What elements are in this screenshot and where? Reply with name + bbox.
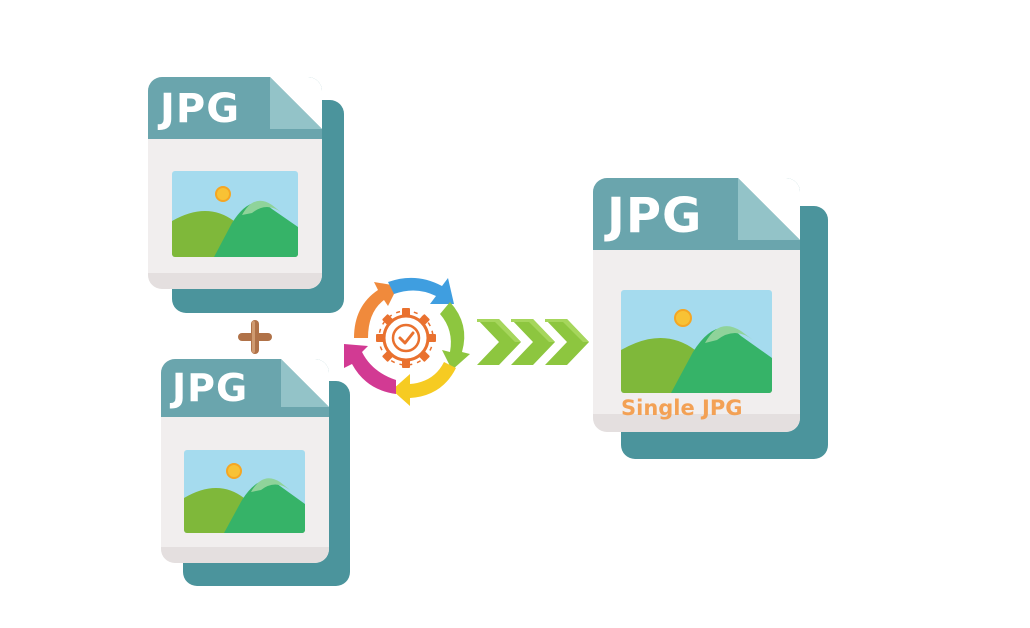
chevron-arrows-icon — [477, 319, 589, 365]
file-document: JPG — [148, 77, 322, 289]
folded-corner-icon — [270, 77, 322, 129]
image-thumbnail-icon — [621, 290, 772, 393]
image-thumbnail-icon — [184, 450, 305, 533]
image-thumbnail-icon — [172, 171, 298, 257]
output-caption: Single JPG — [621, 396, 743, 420]
file-type-label: JPG — [607, 188, 703, 244]
folded-corner-icon — [281, 359, 329, 407]
file-document: JPG — [161, 359, 329, 563]
file-document: JPG Single JPG — [593, 178, 800, 432]
folded-corner-icon — [738, 178, 800, 240]
cycle-gear-icon — [344, 277, 470, 406]
file-type-label: JPG — [172, 366, 249, 410]
plus-icon — [238, 320, 272, 354]
file-type-label: JPG — [160, 86, 241, 132]
